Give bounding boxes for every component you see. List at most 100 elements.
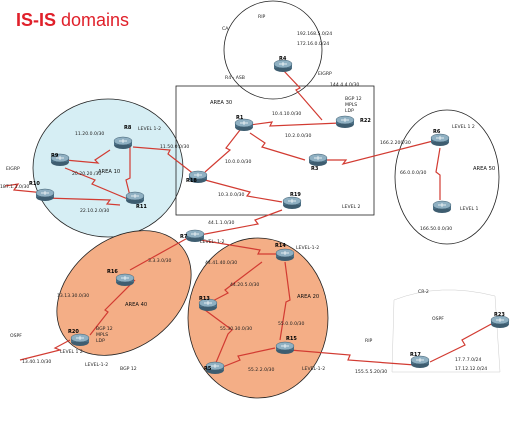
- net-label: LEVEL 1-2: [138, 126, 161, 132]
- router-r17[interactable]: R17: [410, 352, 430, 369]
- net-label: 17.12.12.0/24: [455, 366, 487, 372]
- router-r1[interactable]: R1: [234, 115, 254, 132]
- net-label: 144.4.4.0/30: [330, 82, 359, 88]
- net-label: 44.20.5.0/30: [230, 282, 259, 288]
- svg-text:R23: R23: [494, 312, 505, 318]
- net-label: 10.0.0.0/30: [225, 159, 251, 165]
- svg-text:R15: R15: [286, 336, 297, 342]
- area-10-circle: [32, 98, 184, 238]
- ospf-left-label: OSPF: [10, 333, 22, 339]
- net-label: 11.20.0.0/30: [75, 131, 104, 137]
- ospf-right-region: [391, 289, 501, 373]
- net-label: 10.2.0.0/30: [285, 133, 311, 139]
- net-label: LEVEL-1-2: [302, 366, 325, 372]
- router-r9-right[interactable]: [432, 200, 452, 214]
- router-r5[interactable]: R5: [204, 361, 225, 375]
- net-label: LEVEL 2: [342, 204, 361, 210]
- links: [4, 69, 496, 369]
- router-r3[interactable]: R3: [308, 153, 328, 172]
- cr-label: CR-2: [418, 289, 429, 295]
- svg-text:R19: R19: [290, 192, 301, 198]
- area-20-label: AREA 20: [297, 294, 319, 300]
- router-r20[interactable]: R20: [68, 329, 90, 347]
- router-r10[interactable]: R10: [29, 181, 55, 202]
- svg-text:R6: R6: [433, 129, 441, 135]
- router-r23[interactable]: R23: [490, 312, 510, 329]
- router-r6[interactable]: R6: [430, 129, 450, 147]
- net-label: 10.3.0.0/30: [218, 192, 244, 198]
- net-label: LEVEL- 1-2: [200, 239, 225, 245]
- bgp12-bottom-label: BGP 12: [120, 366, 137, 372]
- net-label: 44.41.40.0/30: [205, 260, 237, 266]
- svg-text:R22: R22: [360, 118, 371, 124]
- svg-text:R13: R13: [199, 296, 210, 302]
- net-label: 55.30.30.0/30: [220, 326, 252, 332]
- net-label: 172.16.0.0/24: [297, 41, 329, 47]
- net-label: BGP 12: [96, 326, 113, 332]
- area-50-label: AREA 50: [473, 166, 495, 172]
- net-label: 55.2.2.0/30: [248, 367, 274, 373]
- net-label: BGP 12: [345, 96, 362, 102]
- router-r14[interactable]: R14: [275, 243, 295, 262]
- svg-text:R14: R14: [275, 243, 286, 249]
- r4-asb-label: R4 - ASB: [225, 75, 245, 81]
- router-r22[interactable]: R22: [335, 115, 371, 129]
- net-label: 166.50.0.0/30: [420, 226, 452, 232]
- area-30-label: AREA 30: [210, 100, 232, 106]
- svg-text:R5: R5: [204, 366, 212, 372]
- net-label: LEVEL-1-2: [296, 245, 319, 251]
- net-label: MPLS: [96, 332, 108, 338]
- net-label: LDP: [345, 108, 354, 114]
- area-10-label: AREA 10: [98, 169, 120, 175]
- net-label: 155.5.5.20/30: [355, 369, 387, 375]
- area-40-ellipse: [56, 230, 192, 356]
- area-20-ellipse: [187, 237, 329, 399]
- area-50-circle: [394, 109, 500, 245]
- area-40-label: AREA 40: [125, 302, 147, 308]
- rip-bottom-label: RIP: [365, 338, 373, 344]
- router-r18[interactable]: R18: [186, 170, 208, 184]
- router-r19[interactable]: R19: [282, 192, 302, 210]
- net-label: MPLS: [345, 102, 357, 108]
- level-r20-label: LEVEL 1 2: [60, 349, 83, 355]
- ospf-right-label: OSPF: [432, 316, 444, 322]
- net-label: 20.20.20./30: [72, 171, 101, 177]
- net-label: 192.168.5.0/24: [297, 31, 332, 37]
- net-label: 13.13.30.0/30: [57, 293, 89, 299]
- rip-top-circle: [223, 0, 323, 100]
- net-label: 10.4.10.0/30: [272, 111, 301, 117]
- router-r15[interactable]: R15: [275, 336, 297, 355]
- svg-text:R8: R8: [124, 125, 132, 131]
- svg-text:R1: R1: [236, 115, 244, 121]
- router-r8[interactable]: R8: [113, 125, 133, 150]
- svg-text:R9: R9: [51, 153, 59, 159]
- svg-text:R11: R11: [136, 204, 147, 210]
- page-title: IS-IS domains: [16, 10, 130, 30]
- router-r9[interactable]: R9: [50, 153, 70, 167]
- router-r4[interactable]: R4: [273, 56, 293, 73]
- net-label: 166.2.200/30: [380, 140, 411, 146]
- svg-text:R16: R16: [107, 269, 118, 275]
- router-r11[interactable]: R11: [125, 191, 147, 210]
- net-label: 13.40.1.0/30: [22, 359, 51, 365]
- svg-text:R20: R20: [68, 329, 79, 335]
- rip-top-label: RIP: [258, 14, 266, 20]
- net-label: 11.50.0.0/30: [160, 144, 189, 150]
- net-label: 17.7.7.0/24: [455, 357, 481, 363]
- router-r7[interactable]: R7: [180, 229, 205, 243]
- ca-label: CA: [222, 26, 229, 32]
- net-label: 22.10.2.0/30: [80, 208, 109, 214]
- router-r16[interactable]: R16: [107, 269, 135, 287]
- net-label: LDP: [96, 338, 105, 344]
- net-label: 44.1.1.0/30: [208, 220, 234, 226]
- svg-text:R17: R17: [410, 352, 421, 358]
- area-30-box: [175, 85, 375, 216]
- level-r20b-label: LEVEL-1-2: [85, 362, 108, 368]
- svg-text:R3: R3: [311, 166, 319, 172]
- net-label: LEVEL 1: [460, 206, 479, 212]
- net-label: 66.0.0.0/30: [400, 170, 426, 176]
- net-label: 55.0.0.0/30: [278, 321, 304, 327]
- router-r13[interactable]: R13: [198, 296, 218, 312]
